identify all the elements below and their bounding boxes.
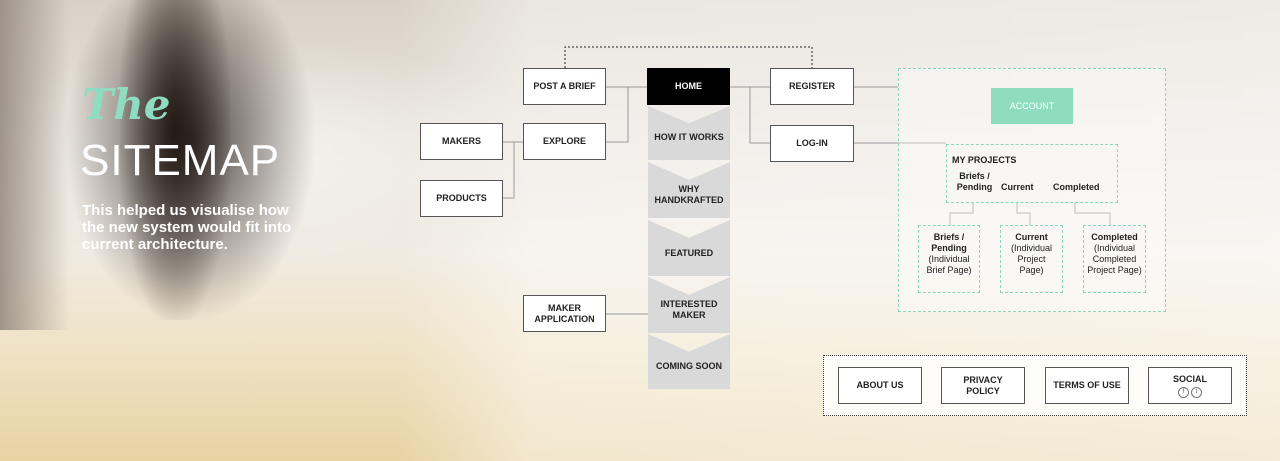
account-node: ACCOUNT [991, 88, 1073, 124]
tab-briefs-pending: Briefs / Pending [956, 171, 993, 192]
register-node: REGISTER [770, 68, 854, 105]
footer-privacy-policy: PRIVACY POLICY [941, 367, 1025, 404]
title-the: The [82, 80, 171, 129]
twitter-icon: t [1191, 386, 1202, 398]
makers-node: MAKERS [420, 123, 503, 160]
login-node: LOG-IN [770, 125, 854, 162]
my-projects-panel [946, 144, 1118, 203]
social-label: SOCIAL [1172, 373, 1207, 384]
card-completed: Completed (Individual Completed Project … [1083, 225, 1146, 293]
footer-social: SOCIAL f t [1148, 367, 1232, 404]
home-node: HOME [647, 68, 730, 105]
tab-completed: Completed [1053, 182, 1100, 192]
maker-application-node: MAKER APPLICATION [523, 295, 606, 332]
background-dark-frame [120, 0, 230, 320]
my-projects-label: MY PROJECTS [952, 155, 1017, 165]
page-subtitle: This helped us visualise how the new sys… [82, 202, 292, 253]
facebook-icon: f [1178, 386, 1189, 398]
card-current: Current (Individual Project Page) [1000, 225, 1063, 293]
explore-node: EXPLORE [523, 123, 606, 160]
footer-terms-of-use: TERMS OF USE [1045, 367, 1129, 404]
background-left-shade [0, 0, 70, 330]
page-title: SITEMAP [80, 136, 281, 185]
card-briefs-pending: Briefs / Pending (Individual Brief Page) [918, 225, 980, 293]
footer-about-us: ABOUT US [838, 367, 922, 404]
products-node: PRODUCTS [420, 180, 503, 217]
post-brief-node: POST A BRIEF [523, 68, 606, 105]
tab-current: Current [1001, 182, 1034, 192]
